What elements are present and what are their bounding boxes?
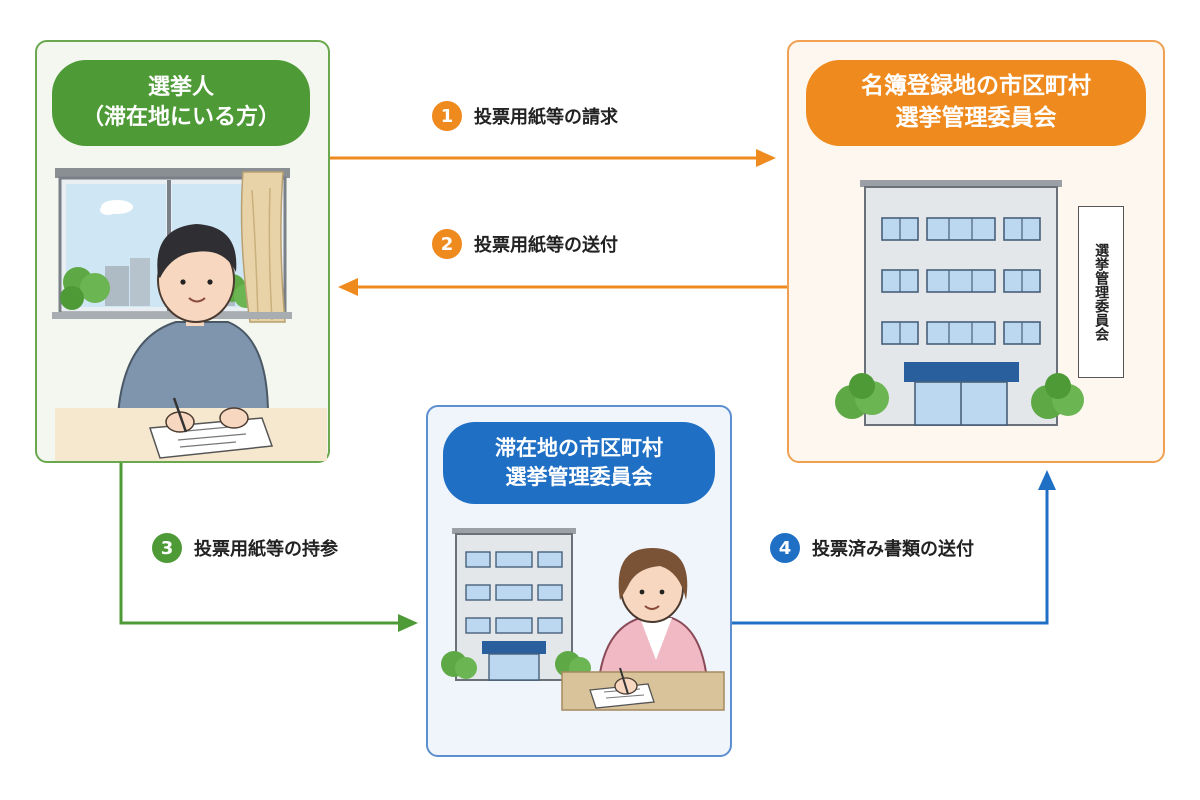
voter-person-illustration xyxy=(55,224,327,461)
home-committee-title-line1: 名簿登録地の市区町村 xyxy=(861,73,1091,100)
voter-title-line2: （滞在地にいる方） xyxy=(81,105,280,130)
arrow-send xyxy=(338,278,787,296)
step-4-label: 投票済み書類の送付 xyxy=(812,539,974,560)
stay-committee-building-illustration xyxy=(441,528,591,681)
step-1-badge: 1 xyxy=(432,101,462,131)
step-2: 2 投票用紙等の送付 xyxy=(432,229,618,259)
stay-committee-title: 滞在地の市区町村 選挙管理委員会 xyxy=(443,422,715,504)
home-committee-building-illustration xyxy=(835,180,1084,426)
voter-title: 選挙人 （滞在地にいる方） xyxy=(52,60,310,146)
step-1: 1 投票用紙等の請求 xyxy=(432,101,618,131)
building-sign: 選挙管理委員会 xyxy=(1078,206,1124,378)
stay-committee-title-line1: 滞在地の市区町村 xyxy=(495,436,663,461)
step-2-badge: 2 xyxy=(432,229,462,259)
step-4: 4 投票済み書類の送付 xyxy=(770,533,974,563)
home-committee-title: 名簿登録地の市区町村 選挙管理委員会 xyxy=(806,60,1146,146)
step-3-label: 投票用紙等の持参 xyxy=(194,539,338,560)
step-3: 3 投票用紙等の持参 xyxy=(152,533,338,563)
step-3-badge: 3 xyxy=(152,533,182,563)
voter-title-line1: 選挙人 xyxy=(147,74,214,100)
step-4-badge: 4 xyxy=(770,533,800,563)
arrow-request xyxy=(330,149,776,167)
stay-committee-title-line2: 選挙管理委員会 xyxy=(505,465,653,489)
home-committee-title-line2: 選挙管理委員会 xyxy=(895,105,1057,131)
arrow-return xyxy=(732,470,1056,625)
staff-person-illustration xyxy=(561,548,725,711)
step-1-label: 投票用紙等の請求 xyxy=(474,107,618,128)
arrow-bring xyxy=(119,463,418,632)
step-2-label: 投票用紙等の送付 xyxy=(474,235,618,256)
